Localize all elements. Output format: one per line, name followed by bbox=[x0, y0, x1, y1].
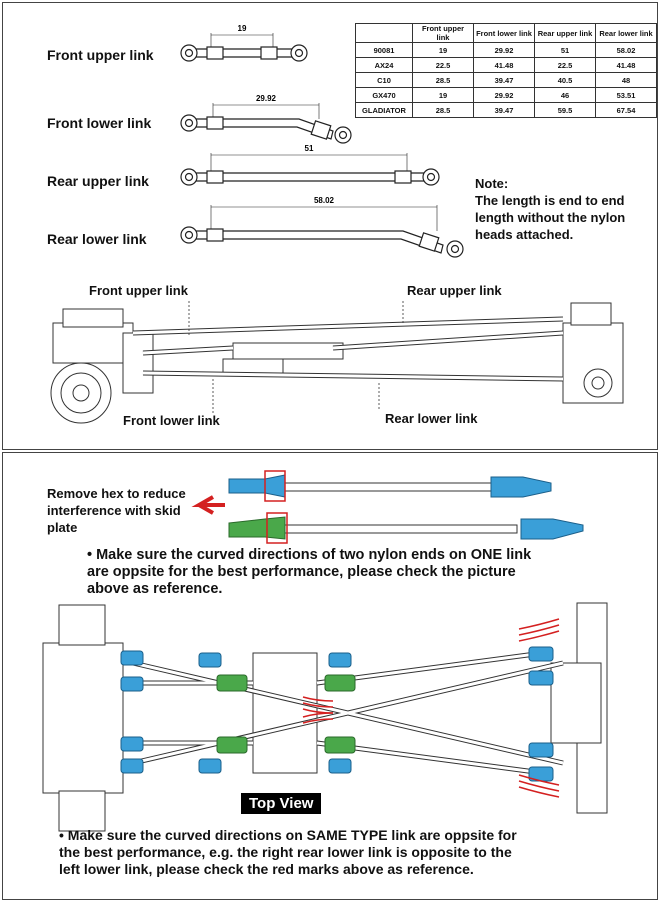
table-cell: 22.5 bbox=[534, 57, 596, 73]
link-dimensions-panel: 19 29.92 51 58.02 bbox=[2, 2, 658, 450]
table-cell: AX24 bbox=[355, 57, 413, 73]
table-cell: 28.5 bbox=[412, 102, 474, 118]
table-cell: 39.47 bbox=[473, 102, 535, 118]
remove-hex-note: Remove hex to reduce interference with s… bbox=[47, 485, 186, 536]
length-spec-table: Front upper link Front lower link Rear u… bbox=[355, 23, 657, 118]
note-line: heads attached. bbox=[475, 227, 574, 242]
chassis-side-view bbox=[50, 302, 624, 424]
note-line: • Make sure the curved directions of two… bbox=[87, 547, 532, 563]
table-header: Rear lower link bbox=[595, 23, 657, 43]
table-cell: 41.48 bbox=[595, 57, 657, 73]
top-view-schematic bbox=[42, 602, 608, 832]
note-line: above as reference. bbox=[87, 581, 223, 597]
remove-hex-line: plate bbox=[47, 520, 78, 535]
table-cell: 29.92 bbox=[473, 42, 535, 58]
chassis-rear-upper-label: Rear upper link bbox=[407, 283, 502, 298]
table-cell: 90081 bbox=[355, 42, 413, 58]
rear-lower-link-drawing bbox=[180, 205, 464, 258]
table-cell: 48 bbox=[595, 72, 657, 88]
orientation-drawings bbox=[42, 470, 608, 832]
front-upper-dim: 19 bbox=[238, 24, 247, 33]
chassis-front-lower-label: Front lower link bbox=[123, 413, 220, 428]
example-links bbox=[191, 470, 584, 544]
note-line: left lower link, please check the red ma… bbox=[59, 861, 474, 877]
table-cell: 39.47 bbox=[473, 72, 535, 88]
note-line: • Make sure the curved directions on SAM… bbox=[59, 827, 517, 843]
chassis-front-upper-label: Front upper link bbox=[89, 283, 188, 298]
chassis-rear-lower-label: Rear lower link bbox=[385, 411, 478, 426]
table-cell: GLADIATOR bbox=[355, 102, 413, 118]
rear-upper-dim: 51 bbox=[305, 144, 314, 153]
note-block: Note: The length is end to end length wi… bbox=[475, 175, 625, 243]
note-title: Note: bbox=[475, 176, 509, 191]
note-line: are oppsite for the best performance, pl… bbox=[87, 564, 516, 580]
rear-lower-dim: 58.02 bbox=[314, 196, 335, 205]
table-cell: 46 bbox=[534, 87, 596, 103]
table-cell: 22.5 bbox=[412, 57, 474, 73]
link-drawings: 19 29.92 51 58.02 bbox=[50, 24, 624, 424]
table-header: Front upper link bbox=[412, 23, 474, 43]
note-line: The length is end to end bbox=[475, 193, 625, 208]
table-cell: 58.02 bbox=[595, 42, 657, 58]
table-cell: C10 bbox=[355, 72, 413, 88]
table-cell: 53.51 bbox=[595, 87, 657, 103]
rear-upper-link-label: Rear upper link bbox=[47, 173, 149, 189]
front-lower-link-drawing bbox=[180, 103, 352, 144]
table-cell: 19 bbox=[412, 87, 474, 103]
note-line: length without the nylon bbox=[475, 210, 626, 225]
remove-hex-line: Remove hex to reduce bbox=[47, 486, 186, 501]
orientation-note-one: • Make sure the curved directions of two… bbox=[87, 547, 531, 598]
front-upper-link-drawing bbox=[180, 33, 308, 62]
table-header: Rear upper link bbox=[534, 23, 596, 43]
table-cell: 51 bbox=[534, 42, 596, 58]
table-cell: 28.5 bbox=[412, 72, 474, 88]
table-cell: 19 bbox=[412, 42, 474, 58]
rear-lower-link-label: Rear lower link bbox=[47, 231, 147, 247]
table-header-row: Front upper link Front lower link Rear u… bbox=[355, 23, 657, 43]
table-cell: 40.5 bbox=[534, 72, 596, 88]
table-cell: 29.92 bbox=[473, 87, 535, 103]
table-header bbox=[355, 23, 413, 43]
front-lower-link-label: Front lower link bbox=[47, 115, 152, 131]
orientation-panel: Remove hex to reduce interference with s… bbox=[2, 452, 658, 900]
orientation-note-two: • Make sure the curved directions on SAM… bbox=[59, 827, 517, 878]
table-cell: 67.54 bbox=[595, 102, 657, 118]
front-lower-dim: 29.92 bbox=[256, 94, 277, 103]
remove-hex-line: interference with skid bbox=[47, 503, 181, 518]
front-upper-link-label: Front upper link bbox=[47, 47, 154, 63]
table-header: Front lower link bbox=[473, 23, 535, 43]
table-cell: GX470 bbox=[355, 87, 413, 103]
table-cell: 41.48 bbox=[473, 57, 535, 73]
top-view-label: Top View bbox=[241, 793, 322, 814]
rear-upper-link-drawing bbox=[180, 153, 440, 186]
note-line: the best performance, e.g. the right rea… bbox=[59, 844, 512, 860]
table-cell: 59.5 bbox=[534, 102, 596, 118]
